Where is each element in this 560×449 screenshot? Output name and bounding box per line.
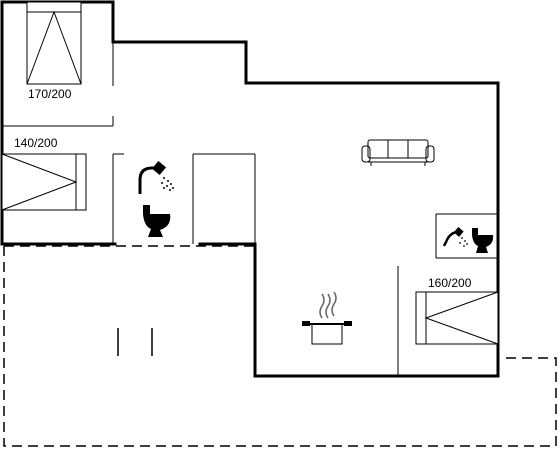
bed-size-label-right: 160/200 (428, 276, 472, 290)
cooking-pot-icon (302, 291, 352, 345)
bed-icon (415, 291, 499, 345)
bed-size-label-top: 170/200 (28, 87, 72, 101)
exterior-walls (0, 0, 500, 378)
shower-icon (442, 227, 468, 247)
bed-icon (26, 1, 82, 85)
interior-walls (2, 42, 498, 376)
shower-icon (138, 160, 174, 194)
terrace-posts (117, 328, 153, 356)
bed-icon (1, 153, 87, 211)
toilet-icon (143, 205, 171, 237)
terrace-outline (3, 245, 557, 447)
toilet-icon (472, 228, 494, 253)
sofa-icon (361, 139, 435, 166)
bed-size-label-left: 140/200 (14, 136, 58, 150)
